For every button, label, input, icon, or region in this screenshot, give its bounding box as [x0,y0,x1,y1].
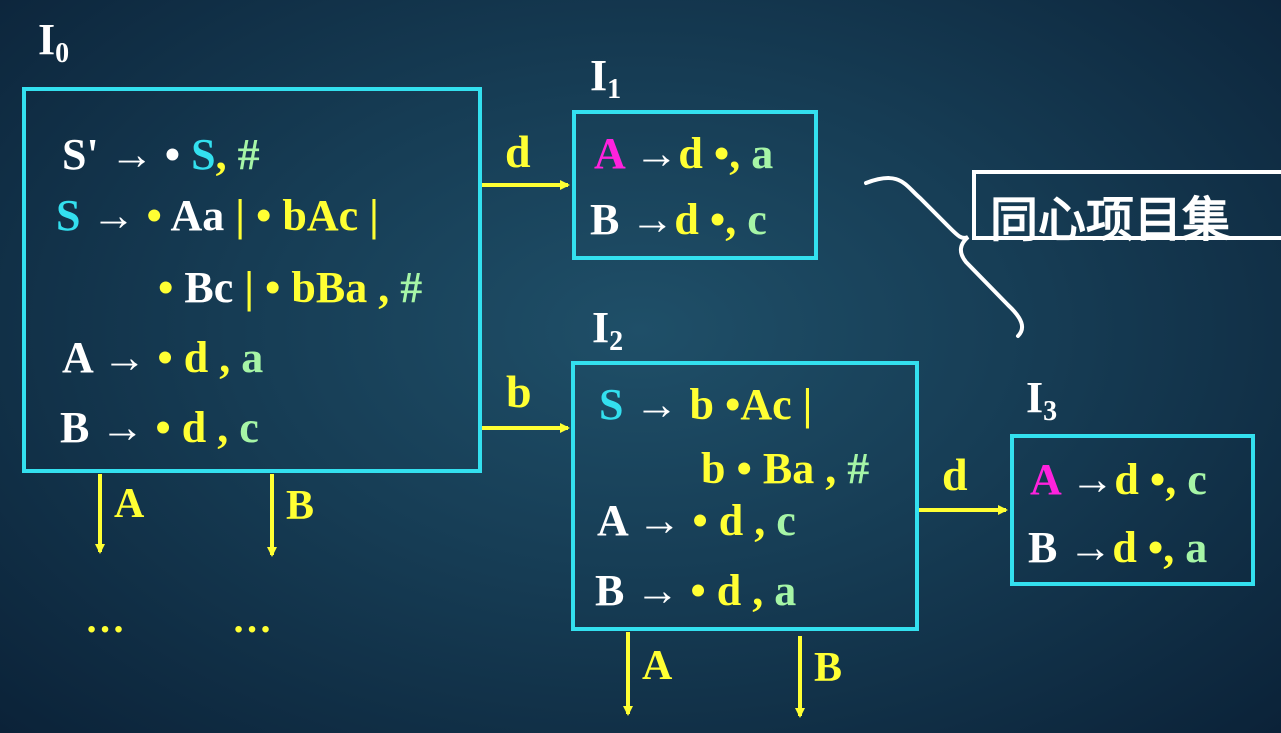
i2-item-line: B → • d , a [595,569,796,613]
item-segment: → [80,191,147,240]
i0-item-line: B → • d , c [60,406,259,450]
edge-label-i2-b: B [814,645,843,691]
i2-item-line: S → b •Ac | [599,383,812,427]
edge-label-i0-b: B [286,483,315,529]
item-segment: → [89,403,156,452]
edge-label-i0-a: A [114,481,145,527]
item-segment: Bc [184,263,234,312]
item-segment: a [241,333,264,382]
item-segment: → [1059,455,1115,504]
i0-item-line: S → • Aa | • bAc | [56,194,379,238]
item-segment: S [191,130,216,179]
item-segment: c [776,496,796,545]
state-box-i0: S' → • S, # S → • Aa | • bAc | • Bc | • … [22,87,482,473]
item-segment: • [158,263,185,312]
item-segment: • d , [690,566,775,615]
i3-item-line: A →d •, c [1030,458,1207,502]
item-segment: → [623,380,690,429]
item-segment: c [747,195,767,244]
item-segment: d •, [678,129,752,178]
item-segment: # [237,130,260,179]
i1-item-line: A →d •, a [594,132,773,176]
item-segment: # [400,263,423,312]
item-segment: • d , [692,496,777,545]
state-title-i2: I2 [592,303,624,357]
callout-label: 同心项目集 [990,192,1231,248]
item-segment: → [624,566,691,615]
i2-item-line: A → • d , c [597,499,796,543]
item-segment: S [56,191,81,240]
item-segment: d •, [1114,455,1188,504]
item-segment: b •Ac | [689,380,813,429]
i0-item-line: A → • d , a [62,336,263,380]
item-segment: , [215,130,238,179]
item-segment: b • Ba , [701,444,848,493]
edge-label-i0-i2: b [506,366,532,417]
item-segment: c [239,403,259,452]
edge-label-i0-i1: d [505,126,531,177]
edge-label-i2-a: A [642,643,673,689]
item-segment: • d , [157,333,242,382]
i0-item-line: S' → • S, # [62,133,260,177]
state-box-i3: A →d •, c B →d •, a [1010,434,1255,586]
item-segment: A [594,129,624,178]
item-segment: # [847,444,870,493]
i2-item-line: b • Ba , # [701,447,869,491]
item-segment: → [619,195,675,244]
curly-brace [864,176,1025,338]
state-title-i1: I1 [590,51,622,105]
item-segment: a [774,566,797,615]
item-segment: A [1030,455,1060,504]
ellipsis-left: … [85,596,127,641]
item-segment: | • bBa , [233,263,401,312]
item-segment: B [60,403,90,452]
state-title-i0: I0 [38,15,70,69]
item-segment: S [599,380,624,429]
edge-label-i2-i3: d [942,449,968,500]
item-segment: c [1187,455,1207,504]
item-segment: → [91,333,158,382]
i3-item-line: B →d •, a [1028,526,1207,570]
item-segment: d •, [674,195,748,244]
state-box-i2: S → b •Ac | b • Ba , # A → • d , c B → •… [571,361,919,631]
item-segment: B [1028,523,1058,572]
state-title-i3: I3 [1026,373,1058,427]
item-segment: a [1185,523,1208,572]
item-segment: B [595,566,625,615]
item-segment: A [62,333,92,382]
item-segment: • d , [155,403,240,452]
item-segment: Aa [170,191,225,240]
item-segment: S' → • [62,130,192,179]
item-segment: • [146,191,171,240]
ellipsis-right: … [232,596,274,641]
callout-box: 同心项目集 [972,170,1281,248]
item-segment: | • bAc | [224,191,379,240]
item-segment: A [597,496,627,545]
item-segment: → [626,496,693,545]
item-segment: B [590,195,620,244]
item-segment: → [623,129,679,178]
i1-item-line: B →d •, c [590,198,767,242]
item-segment: → [1057,523,1113,572]
item-segment: a [751,129,774,178]
item-segment: d •, [1112,523,1186,572]
i0-item-line: • Bc | • bBa , # [158,266,422,310]
state-box-i1: A →d •, a B →d •, c [572,110,818,260]
